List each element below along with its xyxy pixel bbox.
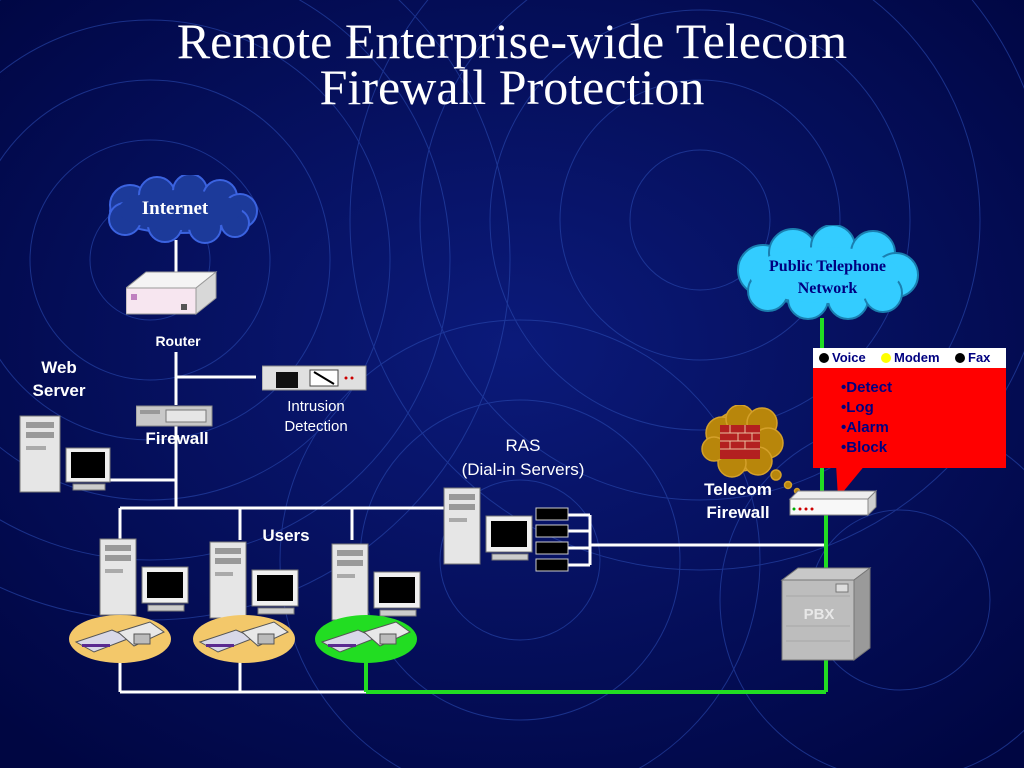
title-line-1: Remote Enterprise-wide Telecom — [176, 13, 848, 69]
internet-cloud — [108, 175, 258, 244]
bullet-icon — [955, 352, 965, 363]
pbx-icon — [780, 567, 872, 661]
telephone-icon-highlighted — [315, 615, 417, 663]
users-label: Users — [262, 526, 310, 545]
pbx-label: PBX — [803, 606, 835, 623]
bullet-icon — [819, 352, 829, 363]
web-server-label: Web Server — [22, 356, 96, 402]
router-icon — [126, 270, 218, 316]
intrusion-detection-icon — [262, 365, 367, 391]
actions-box: Detect Log Alarm Block — [813, 368, 1006, 468]
pstn-label-line-1: Public Telephone — [769, 258, 886, 275]
web-server-computer-icon — [19, 415, 111, 493]
bullet-icon — [881, 352, 891, 363]
pstn-label: Public Telephone Network — [745, 256, 910, 300]
firewall-label: Firewall — [145, 429, 209, 448]
telecom-firewall-label-line-2: Firewall — [706, 503, 770, 522]
user-computer-icon — [209, 541, 299, 619]
user-computer-icon — [331, 543, 421, 621]
telephone-icon — [69, 615, 171, 663]
intrusion-label-line-2: Detection — [284, 418, 348, 435]
pstn-label-line-2: Network — [797, 280, 858, 297]
legend-label: Voice — [832, 350, 866, 365]
ras-server-icon — [443, 487, 533, 565]
callout-pointer — [836, 464, 866, 498]
intrusion-label: Intrusion Detection — [252, 397, 380, 437]
firewall-device-icon — [136, 405, 213, 427]
pstn-cloud — [737, 225, 919, 320]
legend-item-voice: Voice — [819, 350, 866, 365]
ras-modem-bank-icon — [535, 507, 569, 572]
action-item: Block — [841, 438, 1006, 458]
intrusion-label-line-1: Intrusion — [287, 398, 345, 415]
user-computer-icon — [99, 538, 189, 616]
telecom-firewall-label: Telecom Firewall — [686, 478, 790, 524]
title-line-2: Firewall Protection — [319, 59, 705, 115]
telephone-icon — [193, 615, 295, 663]
action-item: Detect — [841, 378, 1006, 398]
ras-label-line-1: RAS — [505, 436, 541, 455]
brick-wall-thought-icon — [701, 405, 801, 495]
telecom-firewall-appliance-icon — [788, 489, 878, 517]
internet-label: Internet — [141, 198, 209, 219]
legend-label: Fax — [968, 350, 991, 365]
action-item: Log — [841, 398, 1006, 418]
call-type-legend: Voice Modem Fax — [813, 348, 1006, 368]
telecom-firewall-label-line-1: Telecom — [704, 480, 772, 499]
legend-item-fax: Fax — [955, 350, 990, 365]
legend-label: Modem — [894, 350, 940, 365]
telecom-firewall-callout: Voice Modem Fax Detect Log Alarm Block — [813, 348, 1006, 468]
legend-item-modem: Modem — [881, 350, 940, 365]
web-server-label-line-1: Web — [41, 358, 77, 377]
web-server-label-line-2: Server — [32, 381, 86, 400]
action-item: Alarm — [841, 418, 1006, 438]
ras-label-line-2: (Dial-in Servers) — [461, 460, 585, 479]
ras-label: RAS (Dial-in Servers) — [432, 434, 614, 482]
router-label: Router — [155, 333, 201, 349]
